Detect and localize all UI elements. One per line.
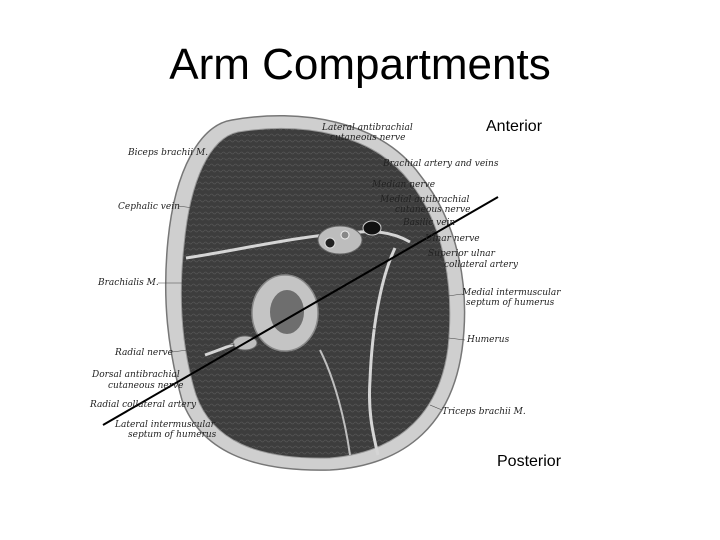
anterior-label: Anterior — [486, 118, 543, 135]
posterior-label: Posterior — [497, 453, 562, 470]
label-brachialis: Brachialis M. — [97, 278, 159, 288]
label-medial-cutaneous-2: cutaneous nerve — [395, 205, 470, 215]
label-lateral-cutaneous-2: cutaneous nerve — [330, 133, 405, 143]
basilic-vein — [362, 220, 382, 236]
label-brachial-artery: Brachial artery and veins — [382, 159, 499, 169]
label-medial-cutaneous-1: Medial antibrachial — [379, 195, 469, 205]
posterior-septum — [319, 349, 351, 456]
medial-septum — [368, 247, 397, 456]
muscle-mass — [180, 128, 451, 459]
label-radial-nerve: Radial nerve — [114, 348, 173, 358]
brachial-artery — [324, 237, 336, 249]
label-humerus: Humerus — [466, 335, 510, 345]
label-basilic-vein: Basilic vein — [402, 218, 455, 228]
label-radial-collateral: Radial collateral artery — [89, 400, 197, 410]
label-dorsal-cutaneous-1: Dorsal antibrachial — [91, 370, 180, 380]
label-median-nerve: Median nerve — [371, 180, 435, 190]
label-ulnar-nerve: Ulnar nerve — [425, 234, 480, 244]
label-cephalic-vein: Cephalic vein — [118, 202, 180, 212]
slide-title: Arm Compartments — [169, 40, 551, 89]
label-lateral-cutaneous-1: Lateral antibrachial — [321, 123, 413, 133]
label-medial-septum-2: septum of humerus — [466, 298, 555, 308]
compartment-divider-line — [102, 196, 499, 426]
label-lateral-septum-1: Lateral intermuscular — [114, 420, 216, 430]
label-biceps: Biceps brachii M. — [127, 148, 208, 158]
median-nerve — [340, 230, 350, 240]
label-triceps: Triceps brachii M. — [442, 407, 526, 417]
label-superior-ulnar-1: Superior ulnar — [428, 249, 496, 259]
neurovascular-bundle — [317, 225, 363, 255]
label-superior-ulnar-2: collateral artery — [444, 260, 519, 270]
label-dorsal-cutaneous-2: cutaneous nerve — [108, 381, 183, 391]
label-lateral-septum-2: septum of humerus — [128, 430, 217, 440]
label-medial-septum-1: Medial intermuscular — [461, 288, 561, 298]
